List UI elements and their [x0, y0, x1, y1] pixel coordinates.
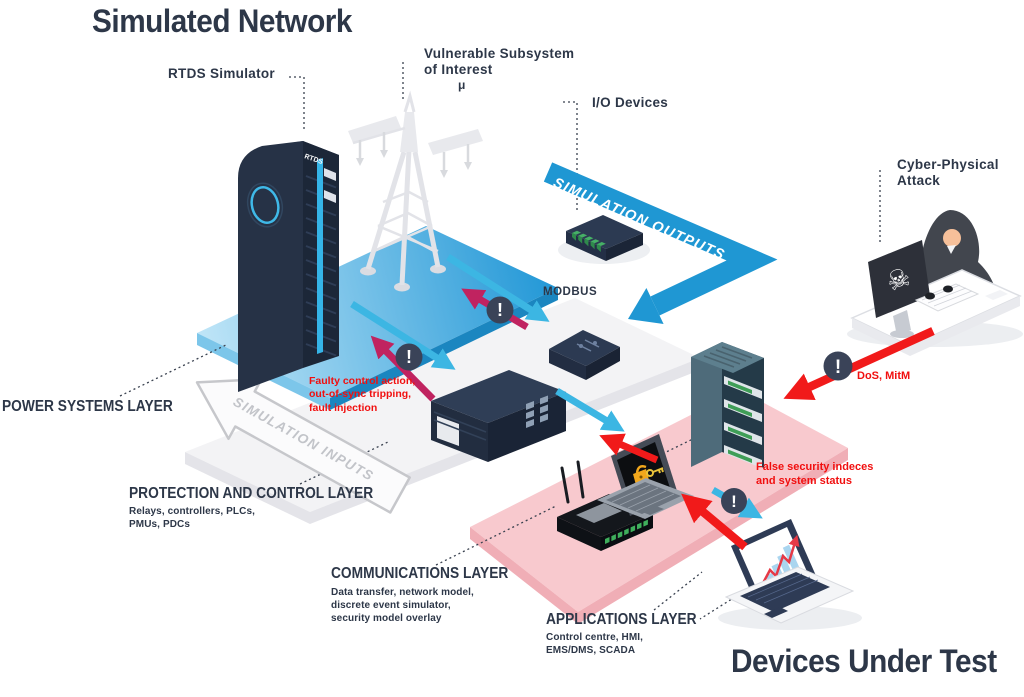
cyber-attack-label: Cyber-Physical Attack [897, 157, 999, 188]
mu-symbol: μ [458, 78, 466, 92]
devices-under-test-title: Devices Under Test [731, 643, 997, 679]
vulnerable-subsystem-label: Vulnerable Subsystem of Interest [424, 46, 575, 77]
communications-layer-heading: COMMUNICATIONS LAYER [331, 565, 509, 582]
dos-mitm-annotation: DoS, MitM [857, 370, 911, 382]
chart-trend-line [760, 534, 800, 586]
simulation-inputs-arrow [195, 377, 411, 514]
protection-layer-heading: PROTECTION AND CONTROL LAYER [129, 485, 374, 502]
applications-layer-sub: Control centre, HMI, EMS/DMS, SCADA [546, 632, 644, 657]
warning-icons: ! ! ! ! [395, 296, 853, 514]
svg-text:!: ! [835, 357, 841, 378]
attacker-figure: ☠ [847, 210, 1023, 356]
server-rack-icon [691, 342, 764, 468]
wifi-router-icon [557, 460, 653, 551]
svg-text:!: ! [731, 492, 737, 511]
svg-text:!: ! [497, 300, 503, 320]
chart-laptop-icon [718, 519, 862, 630]
io-device-icon [558, 215, 650, 264]
protection-layer-sub: Relays, controllers, PLCs, PMUs, PDCs [129, 506, 255, 531]
rtds-simulator-label: RTDS Simulator [168, 66, 275, 81]
key-icon [646, 467, 664, 477]
modbus-label: MODBUS [543, 286, 598, 298]
warning-icon: ! [486, 296, 514, 324]
page-title: Simulated Network [92, 3, 352, 39]
simulation-outputs-arrow [543, 162, 778, 324]
io-devices-label: I/O Devices [592, 95, 669, 110]
applications-layer-heading: APPLICATIONS LAYER [546, 611, 697, 628]
false-security-annotation: False security indeces and system status [756, 461, 874, 488]
faulty-control-annotation: Faulty control action, out-of-sync tripp… [309, 375, 416, 414]
power-systems-layer-heading: POWER SYSTEMS LAYER [2, 398, 173, 415]
warning-icon: ! [823, 351, 853, 381]
transmission-tower-icon [348, 90, 483, 292]
protection-relay-icon [431, 370, 566, 462]
warning-icon: ! [721, 488, 747, 514]
warning-icon: ! [395, 343, 423, 371]
svg-text:!: ! [406, 347, 412, 367]
communications-layer-sub: Data transfer, network model, discrete e… [331, 587, 474, 625]
modbus-device-icon [549, 330, 620, 380]
rtds-simulator-icon: RTDS [238, 141, 339, 392]
